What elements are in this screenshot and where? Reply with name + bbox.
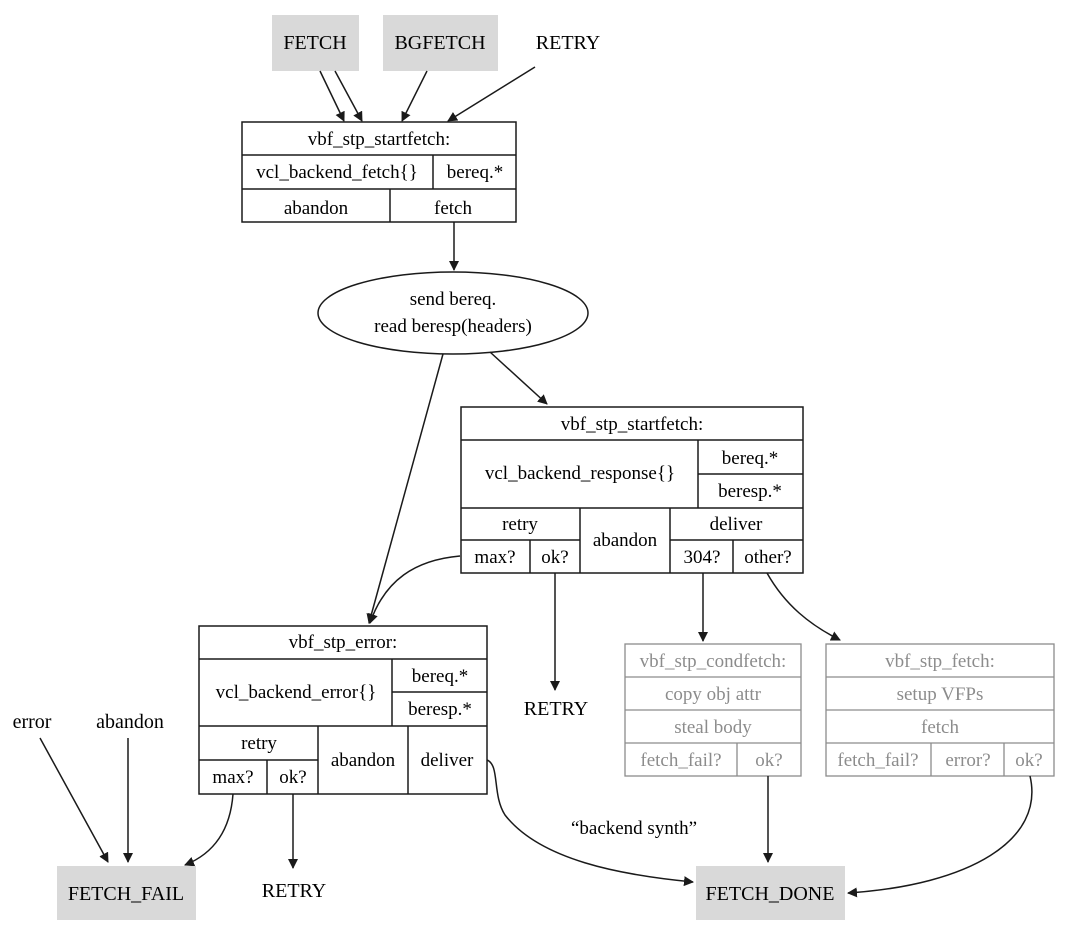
error-sub-max: max? <box>212 767 253 788</box>
response-vcl: vcl_backend_response{} <box>485 463 675 484</box>
error-var-beresp: beresp.* <box>408 699 472 720</box>
arrow-other-to-fetch <box>766 572 841 641</box>
retry-bottom-label: RETRY <box>262 880 326 902</box>
state-fetch-done-label: FETCH_DONE <box>706 883 835 905</box>
arrow-bgfetch <box>401 70 428 122</box>
condfetch-title: vbf_stp_condfetch: <box>640 651 787 672</box>
response-action-abandon: abandon <box>593 530 658 551</box>
startfetch-action-abandon: abandon <box>284 198 349 219</box>
arrow-fetch-1 <box>319 70 345 122</box>
state-fetch-label: FETCH <box>283 32 346 54</box>
condfetch-outcome-fail: fetch_fail? <box>640 750 721 771</box>
error-action-abandon: abandon <box>331 750 396 771</box>
error-title: vbf_stp_error: <box>289 632 398 653</box>
arrow-max-to-error <box>368 555 461 624</box>
box-startfetch <box>241 121 517 223</box>
condfetch-outcome-ok: ok? <box>755 750 782 771</box>
arrow-fetch-to-done <box>847 775 1033 898</box>
error-vcl: vcl_backend_error{} <box>216 682 377 703</box>
response-var-beresp: beresp.* <box>718 481 782 502</box>
arrow-error-to-fail <box>39 737 109 863</box>
send-bereq-node <box>317 271 589 355</box>
arrow-max-to-fail <box>184 793 234 867</box>
fetch-outcome-fail: fetch_fail? <box>837 750 918 771</box>
fetch-row-setup: setup VFPs <box>897 684 984 705</box>
retry-mid-label: RETRY <box>524 698 588 720</box>
response-title: vbf_stp_startfetch: <box>561 414 703 435</box>
state-retry-top-label: RETRY <box>536 32 600 54</box>
response-sub-other: other? <box>744 547 791 568</box>
condfetch-row-copy: copy obj attr <box>665 684 762 705</box>
arrow-send-to-error <box>366 353 444 624</box>
startfetch-title: vbf_stp_startfetch: <box>308 129 450 150</box>
startfetch-vcl: vcl_backend_fetch{} <box>256 162 418 183</box>
box-condfetch <box>624 643 802 777</box>
startfetch-action-fetch: fetch <box>434 198 472 219</box>
arrows-start <box>319 66 536 122</box>
response-sub-max: max? <box>474 547 515 568</box>
response-action-deliver: deliver <box>710 514 763 535</box>
state-bgfetch: BGFETCH <box>383 15 498 71</box>
state-fetch-done: FETCH_DONE <box>696 866 845 920</box>
box-startfetch-response <box>460 406 804 574</box>
error-sub-ok: ok? <box>279 767 306 788</box>
box-error <box>198 625 488 795</box>
fetch-outcome-error: error? <box>945 750 990 771</box>
error-action-retry: retry <box>241 733 277 754</box>
arrow-retry <box>447 66 536 122</box>
fetch-row-fetch: fetch <box>921 717 959 738</box>
fetch-outcome-ok: ok? <box>1015 750 1042 771</box>
arrow-fetch-2 <box>334 70 363 122</box>
box-fetch <box>825 643 1055 777</box>
state-bgfetch-label: BGFETCH <box>394 32 485 54</box>
arrow-deliver-to-done <box>486 759 694 887</box>
state-fetch-fail-label: FETCH_FAIL <box>68 883 184 905</box>
send-line2: read beresp(headers) <box>374 316 532 337</box>
arrows-response <box>368 555 841 691</box>
state-fetch: FETCH <box>272 15 359 71</box>
send-line1: send bereq. <box>410 289 497 310</box>
arrow-send-to-response <box>489 351 548 405</box>
response-sub-304: 304? <box>684 547 721 568</box>
error-action-deliver: deliver <box>421 750 474 771</box>
state-fetch-fail: FETCH_FAIL <box>57 866 196 920</box>
response-var-bereq: bereq.* <box>722 448 778 469</box>
startfetch-var-bereq: bereq.* <box>447 162 503 183</box>
backend-synth-label: “backend synth” <box>571 818 697 839</box>
response-action-retry: retry <box>502 514 538 535</box>
fetch-title: vbf_stp_fetch: <box>885 651 995 672</box>
arrows-bottom <box>39 737 1033 898</box>
error-var-bereq: bereq.* <box>412 666 468 687</box>
response-sub-ok: ok? <box>541 547 568 568</box>
input-error-label: error <box>13 711 52 733</box>
input-abandon-label: abandon <box>96 711 164 733</box>
condfetch-row-steal: steal body <box>674 717 752 738</box>
